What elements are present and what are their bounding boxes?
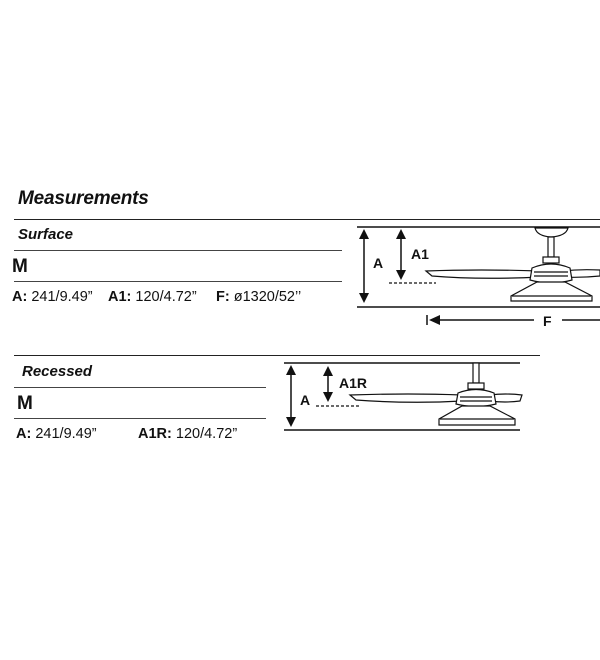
surface-specs: A: 241/9.49”: [12, 289, 93, 305]
surface-dimension-a-label: A: [373, 255, 383, 271]
recessed-spec-a1r-key: A1R:: [138, 426, 172, 442]
recessed-title: Recessed: [22, 363, 93, 380]
surface-model-divider: [14, 281, 342, 282]
recessed-spec-a-key: A:: [16, 426, 32, 442]
recessed-spec-a1r: A1R: 120/4.72”: [138, 426, 237, 442]
surface-top-rule: [14, 219, 600, 220]
surface-title: Surface: [18, 226, 74, 243]
recessed-spec-a: A: 241/9.49”: [16, 426, 97, 442]
recessed-title-divider: [14, 387, 266, 388]
surface-spec-a1-value: 120/4.72”: [135, 289, 197, 305]
surface-dimension-a1-arrow: [396, 229, 406, 280]
surface-model: M: [12, 256, 28, 277]
recessed-dimension-a-arrow: [286, 365, 296, 427]
surface-title-divider: [14, 250, 342, 251]
surface-spec-f-value: ø1320/52’’: [233, 289, 302, 305]
surface-spec-a1-key: A1:: [108, 289, 132, 305]
page-title: Measurements: [18, 188, 149, 209]
recessed-spec-a-value: 241/9.49”: [35, 426, 97, 442]
surface-fan: [424, 227, 600, 302]
recessed-dimension-a-label: A: [300, 392, 310, 408]
surface-spec-f-key: F:: [216, 289, 230, 305]
recessed-spec-a1r-value: 120/4.72”: [175, 426, 238, 442]
recessed-dimension-a1r-label: A1R: [339, 375, 367, 391]
recessed-model: M: [17, 393, 33, 414]
surface-spec-a-key: A:: [12, 289, 28, 305]
recessed-top-rule: [14, 355, 540, 356]
surface-spec-a1: A1: 120/4.72”: [108, 289, 197, 305]
recessed-fan: [348, 362, 523, 426]
surface-dimension-f-arrow: [426, 315, 600, 325]
surface-dimension-f-label: F: [543, 313, 552, 329]
surface-spec-a-value: 241/9.49”: [31, 289, 93, 305]
surface-spec-f: F: ø1320/52’’: [216, 289, 301, 305]
surface-dimension-a-arrow: [359, 229, 369, 303]
surface-dimension-a1-label: A1: [411, 246, 429, 262]
recessed-dimension-a1r-arrow: [323, 366, 333, 402]
recessed-model-divider: [14, 418, 266, 419]
